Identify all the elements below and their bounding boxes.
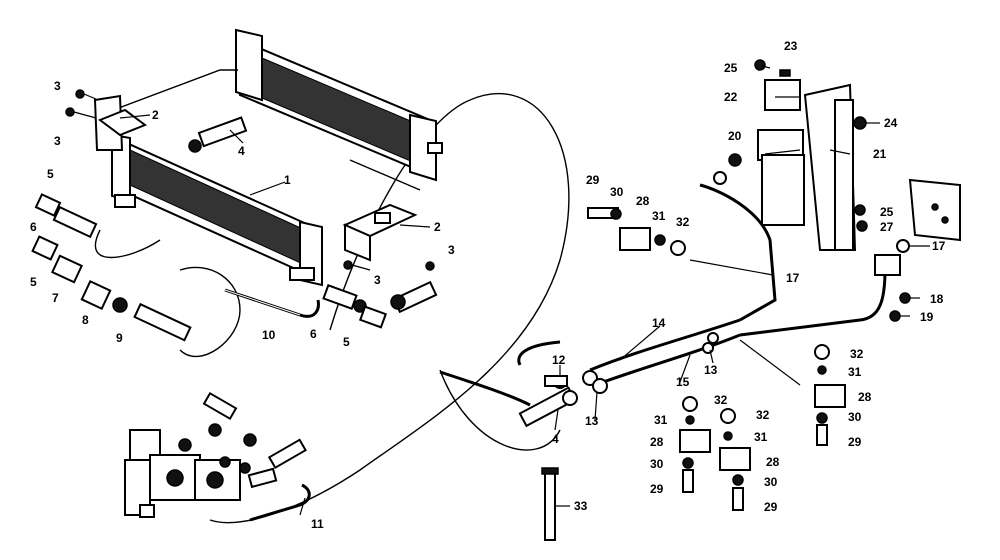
- clamp-group-top: [587, 207, 686, 256]
- callout-29-d: 29: [764, 500, 778, 514]
- connector-4-upper: [188, 116, 248, 153]
- callout-28-b: 28: [858, 390, 872, 404]
- callout-17-b: 17: [932, 239, 946, 253]
- pipe-assembly: [439, 171, 887, 407]
- callout-32-c: 32: [714, 393, 728, 407]
- callout-15: 15: [676, 375, 690, 389]
- callout-23: 23: [784, 39, 798, 53]
- bolt-3-group: [65, 89, 435, 271]
- callout-28-c: 28: [650, 435, 664, 449]
- hose-11: [249, 483, 311, 522]
- hose-routing-curve-lower: [439, 369, 561, 451]
- callout-28-a: 28: [636, 194, 650, 208]
- callout-25-b: 25: [880, 205, 894, 219]
- callout-29-c: 29: [650, 482, 664, 496]
- callout-24: 24: [884, 116, 898, 130]
- hose-near-12: [439, 370, 531, 407]
- callout-5-b: 5: [30, 275, 37, 289]
- callout-13-b: 13: [585, 414, 599, 428]
- clamp-group-right: [814, 344, 846, 446]
- callout-18: 18: [930, 292, 944, 306]
- callout-labels: 1 2 2 3 3 3 3 4 4 5 5 5 6 6 7 8 9 10 11 …: [30, 39, 946, 531]
- hose-routing-curve-left: [179, 266, 241, 357]
- callout-4-lower: 4: [552, 432, 559, 446]
- callout-7: 7: [52, 291, 59, 305]
- hose-10: [224, 288, 320, 318]
- callout-30-b: 30: [848, 410, 862, 424]
- mounting-outline-2: [349, 159, 421, 191]
- callout-33: 33: [574, 499, 588, 513]
- callout-29-a: 29: [586, 173, 600, 187]
- oil-cooler-front: [111, 133, 323, 287]
- callout-3-a: 3: [54, 79, 61, 93]
- callout-22: 22: [724, 90, 738, 104]
- filter-assembly: [728, 59, 868, 251]
- callout-31-d: 31: [754, 430, 768, 444]
- callout-3-c: 3: [448, 243, 455, 257]
- clamp-group-lower-a: [679, 396, 711, 493]
- callout-9: 9: [116, 331, 123, 345]
- hydraulic-pump-assembly: [124, 391, 307, 518]
- fittings-left: [31, 193, 192, 342]
- callout-25-a: 25: [724, 61, 738, 75]
- mounting-outline: [99, 69, 238, 116]
- callout-14: 14: [652, 316, 666, 330]
- callout-32-b: 32: [850, 347, 864, 361]
- callout-32-a: 32: [676, 215, 690, 229]
- callout-4-upper: 4: [238, 144, 245, 158]
- callout-8: 8: [82, 313, 89, 327]
- hose-routing-curve-cooler: [94, 229, 161, 259]
- callout-30-a: 30: [610, 185, 624, 199]
- callout-12: 12: [552, 353, 566, 367]
- callout-6-a: 6: [30, 220, 37, 234]
- callout-29-b: 29: [848, 435, 862, 449]
- callout-13-a: 13: [704, 363, 718, 377]
- connector-4-lower: [518, 386, 578, 428]
- callout-21: 21: [873, 147, 887, 161]
- callout-2-right: 2: [434, 220, 441, 234]
- leader-lines: [119, 65, 930, 516]
- callout-28-d: 28: [766, 455, 780, 469]
- callout-30-c: 30: [650, 457, 664, 471]
- callout-1: 1: [284, 173, 291, 187]
- callout-10: 10: [262, 328, 276, 342]
- callout-27: 27: [880, 220, 894, 234]
- clamp-group-lower-b: [719, 408, 751, 511]
- callout-5-a: 5: [47, 167, 54, 181]
- fittings-center: [322, 280, 438, 329]
- callout-19: 19: [920, 310, 934, 324]
- mounting-bracket-left: [93, 94, 148, 151]
- callout-11: 11: [311, 517, 324, 531]
- mounting-bracket-right: [342, 203, 418, 262]
- callout-17-a: 17: [786, 271, 800, 285]
- callout-31-b: 31: [848, 365, 862, 379]
- callout-30-d: 30: [764, 475, 778, 489]
- callout-2-left: 2: [152, 108, 159, 122]
- callout-31-a: 31: [652, 209, 666, 223]
- callout-32-d: 32: [756, 408, 770, 422]
- callout-20: 20: [728, 129, 742, 143]
- bracket-right-assembly: [874, 178, 961, 322]
- callout-5-c: 5: [343, 335, 350, 349]
- long-bolt-33: [541, 467, 559, 541]
- oil-cooler-rear: [235, 28, 443, 182]
- callout-31-c: 31: [654, 413, 668, 427]
- callout-3-d: 3: [374, 273, 381, 287]
- callout-6-b: 6: [310, 327, 317, 341]
- callout-3-b: 3: [54, 134, 61, 148]
